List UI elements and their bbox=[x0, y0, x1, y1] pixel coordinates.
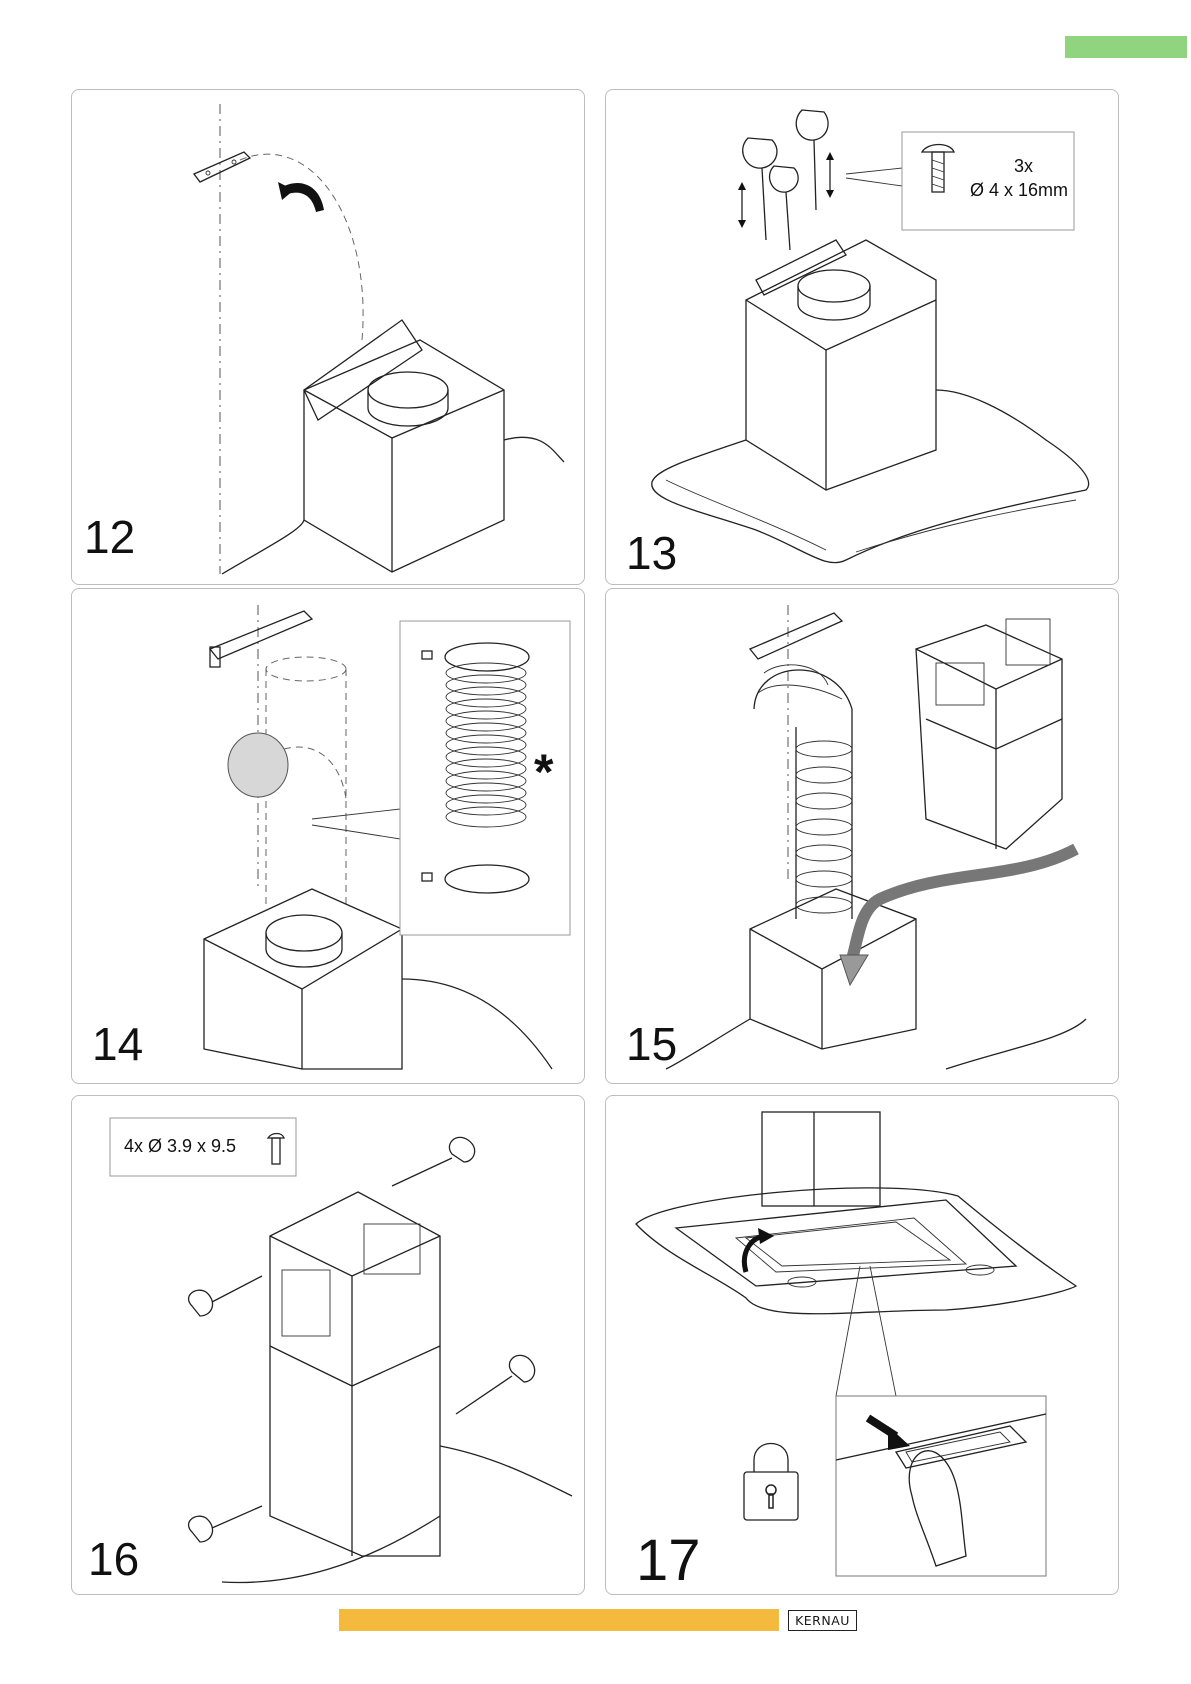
step-number: 14 bbox=[92, 1021, 143, 1067]
hand-screwdriver-icon bbox=[392, 1137, 475, 1186]
step-13-panel: 3x Ø 4 x 16mm 13 bbox=[605, 89, 1119, 585]
step-number: 17 bbox=[636, 1532, 701, 1590]
optional-asterisk: * bbox=[534, 747, 553, 797]
step-12-panel: 12 bbox=[71, 89, 585, 585]
step-14-illustration bbox=[72, 589, 584, 1083]
screw-count-label: 3x bbox=[1014, 156, 1033, 177]
step-15-illustration bbox=[606, 589, 1118, 1083]
step-13-illustration bbox=[606, 90, 1118, 584]
step-12-illustration bbox=[72, 90, 584, 584]
step-16-panel: 4x Ø 3.9 x 9.5 16 bbox=[71, 1095, 585, 1595]
header-accent-bar bbox=[1065, 36, 1187, 58]
screw-spec-label: 4x Ø 3.9 x 9.5 bbox=[124, 1136, 236, 1157]
hand-screwdriver-icon bbox=[456, 1355, 535, 1414]
rotate-arrow-icon bbox=[284, 183, 324, 212]
hand-screwdriver-icon bbox=[743, 138, 777, 240]
screw-size-label: Ø 4 x 16mm bbox=[970, 180, 1068, 201]
hand-screwdriver-icon bbox=[189, 1276, 262, 1316]
hand-screwdriver-icon bbox=[796, 110, 828, 210]
step-17-illustration bbox=[606, 1096, 1118, 1594]
footer-accent-bar bbox=[339, 1609, 779, 1631]
step-15-panel: 15 bbox=[605, 588, 1119, 1084]
padlock-icon bbox=[744, 1444, 798, 1521]
step-16-illustration bbox=[72, 1096, 584, 1594]
hand-screwdriver-icon bbox=[770, 166, 799, 250]
step-number: 13 bbox=[626, 530, 677, 576]
hand-screwdriver-icon bbox=[189, 1506, 262, 1542]
step-number: 15 bbox=[626, 1021, 677, 1067]
step-number: 16 bbox=[88, 1536, 139, 1582]
step-14-panel: * 14 bbox=[71, 588, 585, 1084]
step-17-panel: 17 bbox=[605, 1095, 1119, 1595]
brand-logo: KERNAU bbox=[788, 1610, 857, 1631]
step-number: 12 bbox=[84, 514, 135, 560]
